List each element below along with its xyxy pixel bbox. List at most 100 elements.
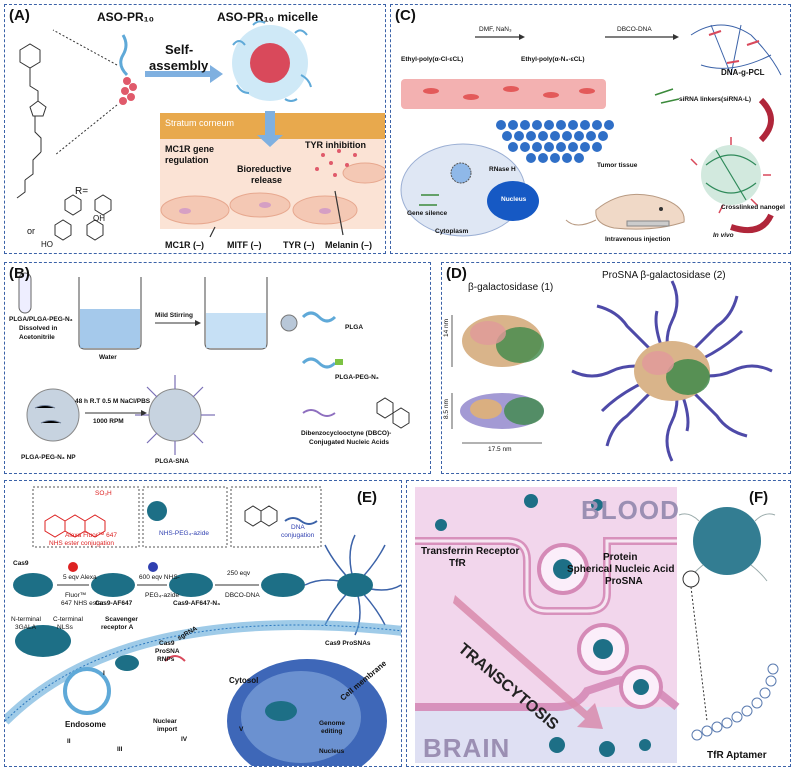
- sirna-linkers-label: siRNA linkers(siRNA-L): [679, 96, 751, 103]
- eqv-alexa-3: 647 NHS ester: [61, 600, 104, 607]
- rnp-label-2: ProSNA: [155, 648, 180, 655]
- eqv-dbco-2: DBCO-DNA: [225, 592, 260, 599]
- or-label: or: [27, 226, 36, 236]
- micelle-icon: [232, 20, 312, 102]
- panel-f: (F) BLOOD BRAIN Transferrin Receptor TfR…: [406, 480, 791, 767]
- eqv-dbco-1: 250 eqv: [227, 570, 251, 577]
- plga-solution-label-3: Acetonitrile: [19, 334, 55, 341]
- cytosol-label: Cytosol: [229, 676, 259, 685]
- panel-e-label: (E): [357, 489, 377, 506]
- eqv-alexa-1: 5 eqv Alexa: [63, 574, 97, 581]
- prosna-bgal-icon: [571, 280, 773, 462]
- plga-peg-label: PLGA-PEG-N₃: [335, 374, 379, 381]
- panel-a-graphics: [16, 20, 385, 241]
- dna-conj-label-2: conjugation: [281, 532, 315, 539]
- rnp-label-1: Cas9: [159, 640, 175, 647]
- eqv-nhs-2: PEG₄-azide: [145, 592, 180, 599]
- so3h-label: SO₃H: [95, 490, 112, 497]
- aso-monomer-title: ASO-PR₁₀: [97, 10, 155, 24]
- eqv-alexa-2: Fluor™: [65, 592, 87, 599]
- bgal1-title: β-galactosidase (1): [468, 282, 554, 293]
- mild-stirring-label: Mild Stirring: [155, 312, 193, 319]
- down-arrow-icon: [257, 111, 283, 147]
- tyr-inhibition-label: TYR inhibition: [305, 140, 366, 150]
- mouse-icon: [595, 193, 685, 230]
- cascade-mitf: MITF (–): [227, 240, 262, 250]
- bioreductive-label-2: release: [251, 175, 283, 185]
- step-i: I: [103, 670, 105, 677]
- bioreductive-label-1: Bioreductive: [237, 164, 292, 174]
- panel-c: (C) DMF, NaN₃ DBCO-DNA Ethyl-poly(α-Cl-ε…: [390, 4, 791, 254]
- aptamer-sequence: [691, 663, 779, 741]
- cascade-tyr: TYR (–): [283, 240, 315, 250]
- panel-b: (B) PLGA/PLGA-PEG-N₃ Dissolved in Aceton…: [4, 262, 431, 474]
- panel-a: (A) ASO-PR₁₀ ASO-PR₁₀ micelle Self- asse…: [4, 4, 386, 254]
- alexa-label-2: NHS ester conjugation: [49, 540, 115, 547]
- bgal-protein-bottom-icon: [460, 393, 544, 429]
- eqv-nhs-1: 600 eqv NHS-: [139, 574, 180, 581]
- step-v: V: [239, 726, 244, 733]
- bgal2-title: ProSNA β-galactosidase (2): [602, 270, 726, 281]
- cas9-label: Cas9: [13, 560, 29, 567]
- plga-label: PLGA: [345, 324, 364, 331]
- cas9-prosna-icon: [304, 534, 401, 636]
- panel-e: (E) Alexa Fluor™ 647 NHS ester conjugati…: [4, 480, 402, 767]
- plga-np-label: PLGA-PEG-N₃ NP: [21, 454, 76, 461]
- beaker-2-icon: [204, 277, 268, 350]
- panel-f-graphics: [415, 487, 779, 763]
- plga-solution-label-1: PLGA/PLGA-PEG-N₃: [9, 316, 73, 323]
- cascade-melanin: Melanin (–): [325, 240, 373, 250]
- conditions-label-2: 1000 RPM: [93, 418, 124, 425]
- dna-pcl-label: DNA-g-PCL: [721, 68, 765, 77]
- dim-14nm: 14 nm: [443, 318, 450, 337]
- nucleus-shape: [487, 181, 539, 221]
- dim-8-5nm: 8.5 nm: [443, 399, 450, 419]
- mc1r-regulation-label-2: regulation: [165, 155, 209, 165]
- endosome-label: Endosome: [65, 720, 106, 729]
- panel-d-graphics: [451, 280, 773, 462]
- syringe-icon: [626, 220, 670, 227]
- nuclear-import-1: Nuclear: [153, 718, 177, 725]
- beaker-1-icon: [78, 277, 142, 350]
- tfr-label-1: Transferrin Receptor: [421, 546, 520, 557]
- panel-d-label: (D): [446, 265, 467, 282]
- scavenger-2: receptor A: [101, 624, 134, 631]
- panel-a-label: (A): [9, 7, 30, 24]
- scavenger-1: Scavenger: [105, 616, 138, 623]
- prosna-aptamer-icon: [693, 507, 761, 575]
- self-assembly-arrow-icon: [145, 65, 223, 83]
- conditions-label-1: 48 h R.T 0.5 M NaCl/PBS: [75, 398, 151, 405]
- rnase-label: RNase H: [489, 166, 516, 173]
- cas9-icon: [13, 573, 305, 597]
- brain-label: BRAIN: [423, 733, 511, 763]
- n-terminal-1: N-terminal: [11, 616, 41, 623]
- ethyl-n3-label: Ethyl-poly(α-N₃-εCL): [521, 56, 585, 63]
- blood-vessel: [401, 79, 606, 109]
- panel-b-label: (B): [9, 265, 30, 282]
- plga-np-icon: [26, 388, 80, 442]
- cytoplasm-label: Cytoplasm: [435, 228, 469, 235]
- genome-editing-1: Genome: [319, 720, 346, 727]
- tumor-tissue-label: Tumor tissue: [597, 162, 638, 169]
- oh-label: OH: [93, 214, 105, 223]
- mc1r-regulation-label-1: MC1R gene: [165, 144, 215, 154]
- n-terminal-2: 3GALA: [15, 624, 36, 631]
- nucleus-e-label: Nucleus: [319, 748, 345, 755]
- crosslinked-nanogel-label: Crosslinked nanogel: [721, 204, 785, 211]
- protein-label-1: Protein: [603, 552, 638, 563]
- dbco-label-1: Dibenzocyclooctyne (DBCO)-: [301, 430, 392, 437]
- nuclear-import-2: import: [157, 726, 178, 733]
- c-terminal-2: NLSs: [57, 624, 73, 631]
- dim-17-5nm: 17.5 nm: [488, 446, 512, 453]
- cas9-prosnas-label: Cas9 ProSNAs: [325, 640, 371, 647]
- reagent-dmf: DMF, NaN₃: [479, 26, 512, 33]
- gene-silence-label: Gene silence: [407, 210, 448, 217]
- r-equals-label: R=: [75, 186, 89, 197]
- step-iii: III: [117, 746, 123, 753]
- np-small-icon: [280, 314, 298, 332]
- iv-injection-label: Intravenous injection: [605, 236, 671, 243]
- nhs-peg-label: NHS-PEG₄-azide: [159, 530, 209, 537]
- self-assembly-label-2: assembly: [149, 58, 209, 73]
- step-ii: II: [67, 738, 71, 745]
